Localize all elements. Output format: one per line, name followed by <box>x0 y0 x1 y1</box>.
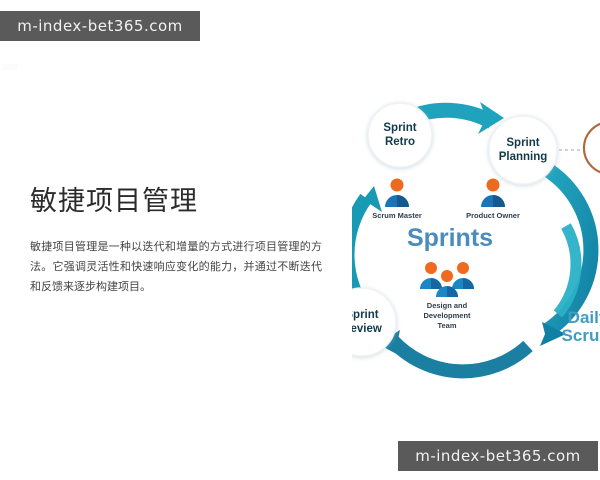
role-label-team-line2: Development <box>423 311 471 320</box>
stage-label-retro-line2: Retro <box>385 136 415 148</box>
stage-label-daily-line2: Scrum <box>562 326 600 345</box>
page-title: 敏捷项目管理 <box>30 186 198 217</box>
stage-node-cropped-right[interactable] <box>582 122 600 174</box>
role-label-scrum-master: Scrum Master <box>372 211 422 220</box>
article-column: 敏捷项目管理 敏捷项目管理是一种以迭代和增量的方式进行项目管理的方法。它强调灵活… <box>30 185 330 298</box>
stage-node-sprint-retro[interactable]: Sprint Retro <box>367 102 433 168</box>
role-label-product-owner: Product Owner <box>466 211 520 220</box>
stage-label-planning-line2: Planning <box>499 151 548 163</box>
role-design-dev-team: Design and Development Team <box>420 262 474 330</box>
role-scrum-master: Scrum Master <box>372 178 422 220</box>
stage-label-review-line2: Review <box>352 323 382 335</box>
stage-node-daily-scrum[interactable]: Daily Scrum <box>562 308 600 345</box>
stage-node-sprint-review[interactable]: Sprint Review <box>352 287 397 357</box>
watermark-bottom: m-index-bet365.com <box>398 441 598 471</box>
stage-label-review-line1: Sprint <box>352 309 379 321</box>
stage-label-retro-line1: Sprint <box>383 122 416 134</box>
role-product-owner: Product Owner <box>466 178 520 220</box>
stage-label-daily-line1: Daily <box>568 308 600 327</box>
faint-artifact-block <box>2 64 18 70</box>
diagram-center-label: Sprints <box>407 224 493 252</box>
role-label-team-line3: Team <box>437 321 456 330</box>
stage-node-sprint-planning[interactable]: Sprint Planning <box>488 115 558 185</box>
role-label-team-line1: Design and <box>427 301 468 310</box>
stage-label-planning-line1: Sprint <box>506 137 539 149</box>
agile-sprint-cycle-diagram: Sprint Retro Sprint Planning Sprint Revi… <box>352 78 600 418</box>
article-body-text: 敏捷项目管理是一种以迭代和增量的方式进行项目管理的方法。它强调灵活性和快速响应变… <box>30 239 322 294</box>
watermark-top: m-index-bet365.com <box>0 11 200 41</box>
